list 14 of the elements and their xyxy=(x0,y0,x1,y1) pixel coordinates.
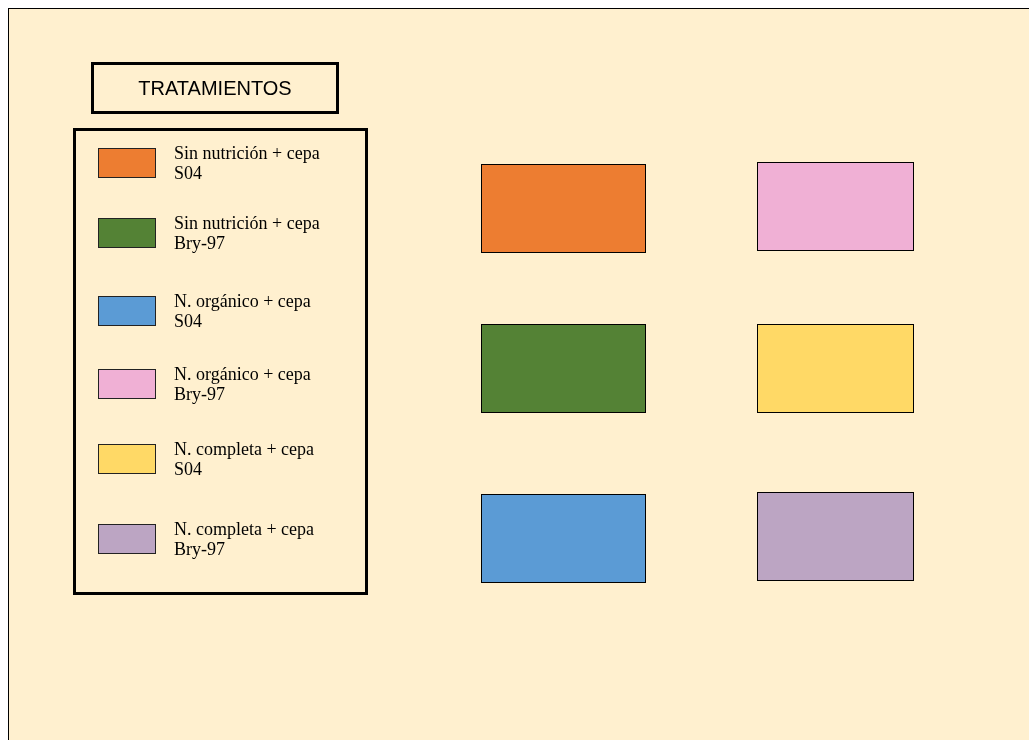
treatment-block xyxy=(757,162,914,251)
heading-box xyxy=(91,62,339,114)
legend-text: Sin nutrición + cepa Bry-97 xyxy=(174,213,321,253)
legend-text: N. completa + cepa S04 xyxy=(174,439,316,479)
treatment-block xyxy=(481,164,646,253)
treatment-block xyxy=(757,492,914,581)
treatment-block xyxy=(757,324,914,413)
legend-text: N. orgánico + cepa S04 xyxy=(174,291,312,331)
legend-text: N. orgánico + cepa Bry-97 xyxy=(174,364,312,404)
legend-text: Sin nutrición + cepa S04 xyxy=(174,143,321,183)
treatment-block xyxy=(481,494,646,583)
treatment-block xyxy=(481,324,646,413)
heading-text: TRATAMIENTOS xyxy=(138,76,292,100)
legend-text: N. completa + cepa Bry-97 xyxy=(174,519,316,559)
